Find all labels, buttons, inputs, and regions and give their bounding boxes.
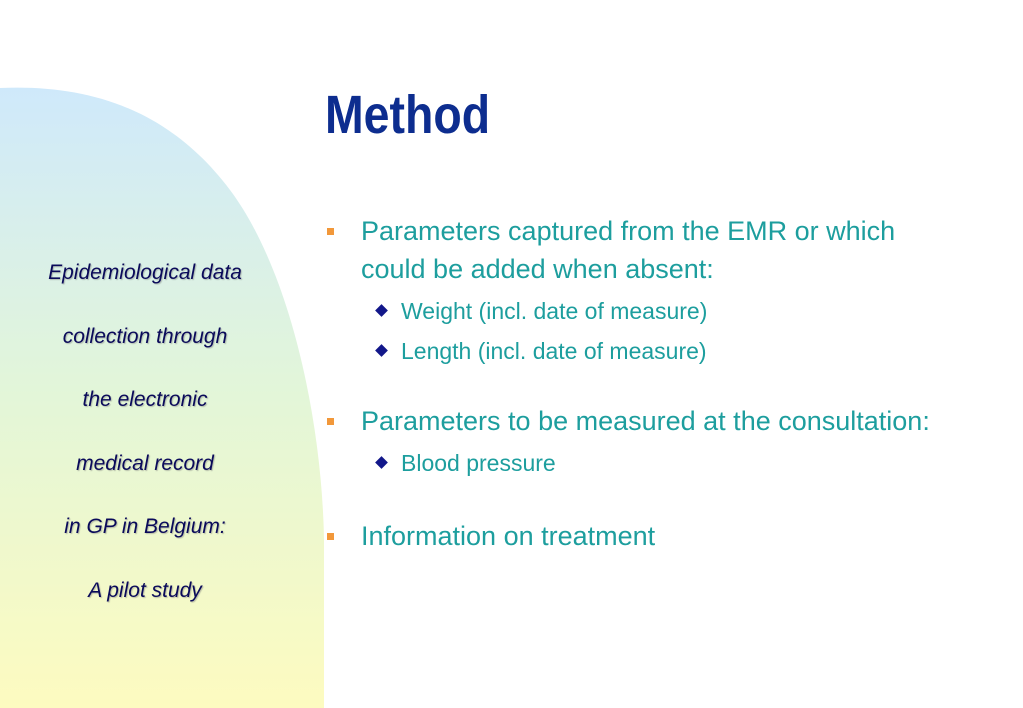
sidebar-line-3: the electronic — [82, 388, 208, 411]
sidebar-text: Epidemiological data collection through … — [0, 262, 290, 643]
square-bullet-icon — [327, 418, 334, 425]
sidebar-line-4: medical record — [76, 451, 214, 475]
sub-list-2: Blood pressure — [325, 446, 965, 480]
bullet-text-2: Parameters to be measured at the consult… — [361, 406, 930, 436]
slide-title: Method — [325, 85, 491, 145]
bullet-text-1: Parameters captured from the EMR or whic… — [361, 216, 896, 284]
sub-list-1: Weight (incl. date of measure) Length (i… — [325, 294, 965, 368]
sub-item-blood-pressure: Blood pressure — [325, 446, 965, 480]
sub-item-text: Length (incl. date of measure) — [401, 338, 707, 364]
square-bullet-icon — [327, 533, 334, 540]
sidebar-gradient-shape — [0, 87, 324, 708]
diamond-bullet-icon — [375, 456, 388, 469]
sidebar-line-6: A pilot study — [88, 578, 202, 602]
slide-content: Parameters captured from the EMR or whic… — [325, 212, 965, 555]
sidebar-line-5: in GP in Belgium: — [64, 515, 226, 538]
bullet-item-2: Parameters to be measured at the consult… — [325, 402, 965, 440]
sub-item-weight: Weight (incl. date of measure) — [325, 294, 965, 328]
sub-item-text: Weight (incl. date of measure) — [401, 298, 708, 324]
sidebar-line-2: collection through — [62, 324, 228, 348]
sidebar-line-1: Epidemiological data — [48, 261, 242, 284]
bullet-item-3: Information on treatment — [325, 517, 965, 555]
sub-item-length: Length (incl. date of measure) — [325, 334, 965, 368]
diamond-bullet-icon — [375, 304, 388, 317]
diamond-bullet-icon — [375, 344, 388, 357]
bullet-item-1: Parameters captured from the EMR or whic… — [325, 212, 965, 288]
bullet-text-3: Information on treatment — [361, 521, 656, 551]
sub-item-text: Blood pressure — [401, 450, 556, 476]
square-bullet-icon — [327, 228, 334, 235]
